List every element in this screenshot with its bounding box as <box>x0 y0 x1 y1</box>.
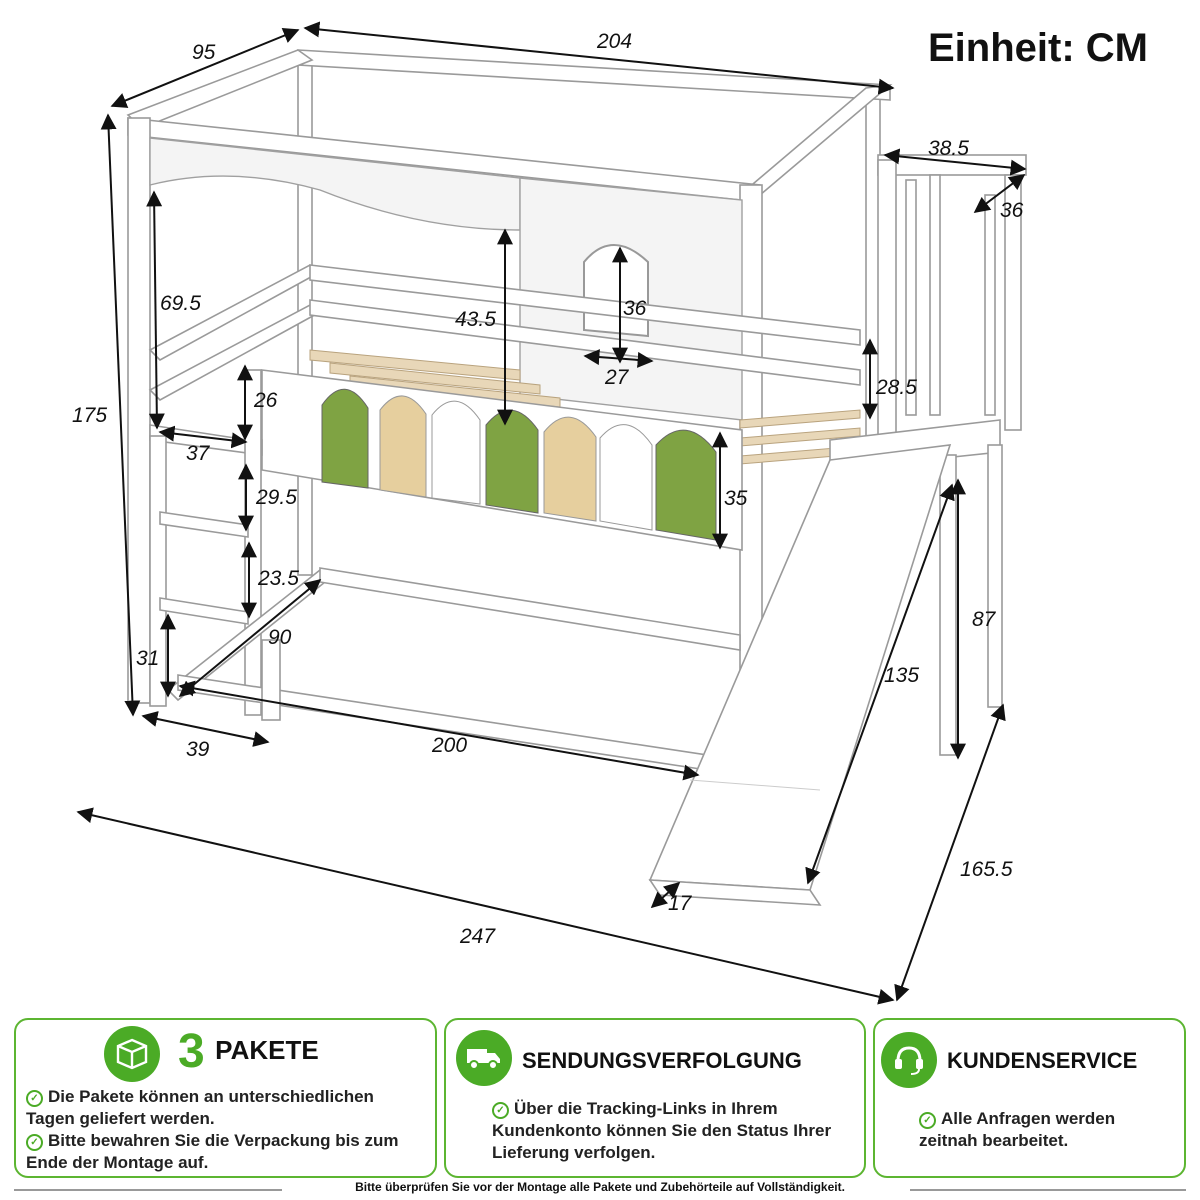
bed-drawing: 95 204 175 38.5 36 69.5 43.5 36 27 26 37… <box>72 21 1027 1005</box>
dim-depth-top: 95 <box>192 41 216 64</box>
packages-panel: 3 PAKETE ✓Die Pakete können an unterschi… <box>14 1018 437 1178</box>
package-icon <box>104 1026 160 1082</box>
dimension-lines <box>76 21 1027 1005</box>
tracking-panel: SENDUNGSVERFOLGUNG ✓Über die Tracking-Li… <box>444 1018 866 1178</box>
packages-item-2: ✓Bitte bewahren Sie die Verpackung bis z… <box>26 1131 399 1172</box>
dim-step-depth: 36 <box>1000 199 1024 222</box>
dim-base-length: 200 <box>431 734 467 757</box>
dim-inner-depth: 90 <box>268 626 292 649</box>
dim-step-width: 38.5 <box>928 137 969 160</box>
service-panel: KUNDENSERVICE ✓Alle Anfragen werden zeit… <box>873 1018 1186 1178</box>
dim-guard-height: 26 <box>253 389 278 412</box>
truck-icon <box>456 1030 512 1086</box>
dim-ladder-bottom: 31 <box>136 647 159 670</box>
service-item-1: ✓Alle Anfragen werden zeitnah bearbeitet… <box>919 1109 1116 1150</box>
service-title: KUNDENSERVICE <box>947 1048 1138 1073</box>
dim-ladder-step-1: 29.5 <box>255 486 297 509</box>
unit-label: Einheit: CM <box>928 26 1148 70</box>
dim-slide-length: 135 <box>884 664 919 687</box>
dim-side-rail-height: 69.5 <box>160 292 201 315</box>
check-icon: ✓ <box>26 1090 43 1107</box>
front-panels <box>321 388 717 541</box>
check-icon: ✓ <box>26 1134 43 1151</box>
bed-diagram: 95 204 175 38.5 36 69.5 43.5 36 27 26 37… <box>72 21 1027 1005</box>
dim-window-height: 36 <box>623 297 647 320</box>
dim-height-total: 175 <box>72 404 107 427</box>
package-count: 3 <box>178 1025 205 1078</box>
packages-item-1: ✓Die Pakete können an unterschiedlichen … <box>26 1087 374 1128</box>
tracking-title: SENDUNGSVERFOLGUNG <box>522 1048 802 1073</box>
dim-base-depth: 39 <box>186 738 210 761</box>
dim-window-width: 27 <box>604 366 630 389</box>
dim-front-panel-height: 35 <box>724 487 748 510</box>
dim-total-length: 247 <box>459 925 496 948</box>
dim-ladder-width: 37 <box>186 442 211 465</box>
bed-illustration <box>126 49 1027 906</box>
headset-icon <box>881 1032 937 1088</box>
dim-front-rail-height: 28.5 <box>875 376 917 399</box>
dim-wall-opening-height: 43.5 <box>455 308 496 331</box>
check-icon: ✓ <box>919 1112 936 1129</box>
dim-ladder-step-2: 23.5 <box>257 567 299 590</box>
dim-side-length: 165.5 <box>960 858 1013 881</box>
check-icon: ✓ <box>492 1102 509 1119</box>
dim-length-top: 204 <box>596 30 632 53</box>
packages-title: PAKETE <box>215 1035 319 1065</box>
footer-note: Bitte überprüfen Sie vor der Montage all… <box>0 1180 1200 1200</box>
dim-platform-height: 87 <box>972 608 997 631</box>
dim-slide-width: 17 <box>668 892 693 915</box>
tracking-item-1: ✓Über die Tracking-Links in Ihrem Kunden… <box>492 1099 832 1162</box>
